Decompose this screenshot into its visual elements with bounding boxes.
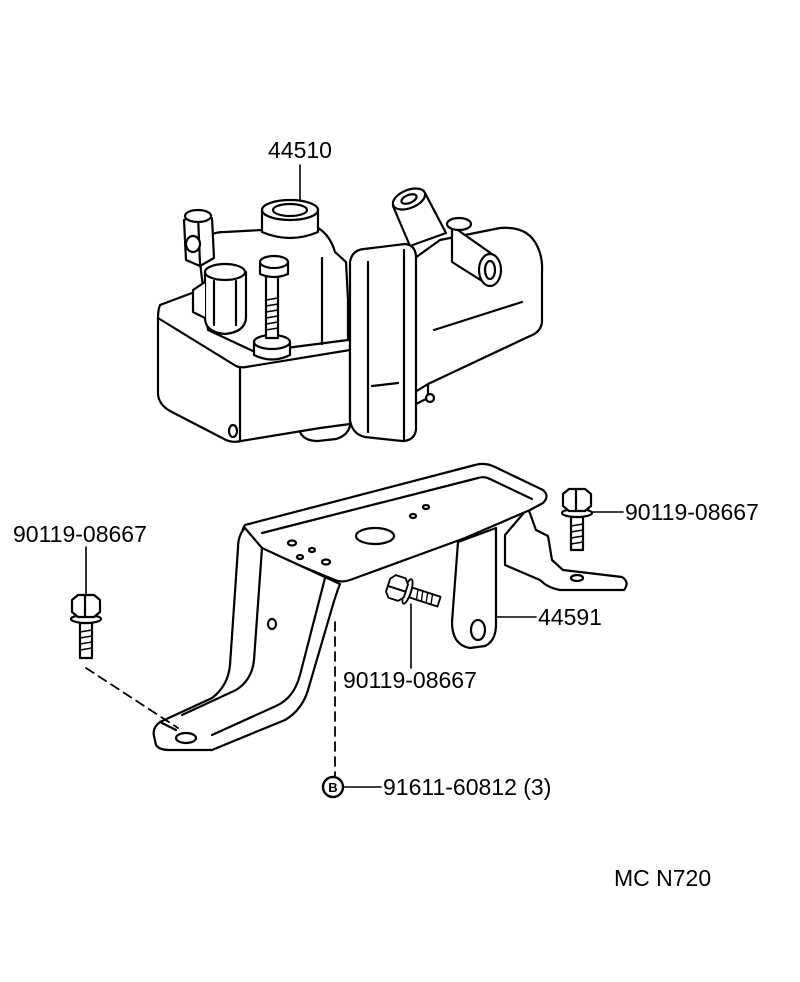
- diagram-code: MC N720: [614, 865, 711, 891]
- bracket-small-hole: [307, 546, 317, 554]
- housing-rib: [432, 300, 524, 332]
- bolt-center-drawing: [385, 574, 442, 608]
- upper-port-bore: [400, 193, 418, 205]
- bracket-small-hole: [295, 553, 305, 561]
- bolt-shank: [78, 621, 94, 660]
- upper-port-opening: [391, 187, 427, 211]
- bracket-small-hole: [286, 539, 298, 547]
- bracket-right-leg: [450, 526, 498, 650]
- bolt-threads: [570, 523, 584, 545]
- label-bolt-upper-right: 90119-08667: [625, 499, 759, 525]
- label-hydraulic-unit: 44510: [268, 137, 332, 163]
- bracket-center-hole: [354, 526, 396, 546]
- middle-block: [348, 242, 418, 443]
- bolt-b-symbol-letter: B: [328, 780, 337, 795]
- bracket-plate-lip: [260, 476, 534, 535]
- bolt-head-face: [387, 585, 406, 593]
- bracket-left-leg-fold: [180, 546, 264, 717]
- bolt-shank: [408, 586, 442, 608]
- leader-lines: [85, 164, 624, 788]
- bracket-small-hole: [320, 558, 332, 566]
- bracket-foot-hole: [174, 731, 198, 745]
- top-boss-bore: [271, 202, 309, 218]
- right-port-bore: [483, 259, 497, 281]
- electrical-connector: [203, 270, 248, 336]
- right-port-opening: [477, 252, 503, 288]
- bracket-right-flange: [503, 506, 628, 592]
- left-fitting-port: [184, 234, 202, 254]
- bolt-threads: [415, 588, 434, 606]
- bolt-left-drawing: [69, 593, 103, 660]
- bolt-threads: [79, 629, 93, 651]
- bracket-right-leg-hole: [469, 618, 487, 642]
- top-boss-face: [260, 198, 320, 222]
- bolt-shank: [569, 515, 585, 552]
- bracket-flange-hole: [569, 573, 585, 583]
- bracket-leg-hole: [266, 617, 278, 631]
- install-line-left-bolt: [85, 667, 179, 729]
- electrical-connector-tab: [191, 280, 207, 320]
- bolt-b-symbol-circle: [321, 775, 345, 799]
- stud-threads: [265, 297, 279, 331]
- bracket-foot-edge: [158, 720, 178, 732]
- label-bolt-b: 91611-60812 (3): [383, 774, 551, 800]
- label-bracket: 44591: [538, 604, 602, 630]
- bracket-small-hole: [408, 512, 418, 520]
- hydraulic-unit-drawing: [156, 187, 544, 443]
- electrical-connector-ribs: [212, 279, 238, 327]
- label-bolt-center: 90119-08667: [343, 667, 477, 693]
- label-bolt-left: 90119-08667: [13, 521, 147, 547]
- electrical-connector-top: [203, 262, 247, 282]
- left-fitting-cap: [183, 208, 213, 224]
- middle-block-mark: [370, 381, 400, 388]
- bolt-upper-right-drawing: [560, 487, 594, 552]
- bracket-drawing: [152, 462, 628, 752]
- right-port-collar: [445, 216, 473, 232]
- housing-plug: [424, 392, 436, 404]
- left-block-bottom-lug: [298, 424, 352, 443]
- stud-nut-top: [258, 254, 290, 270]
- rear-housing: [413, 226, 544, 394]
- bracket-left-legs: [152, 526, 342, 752]
- left-block-hole: [227, 423, 239, 439]
- bracket-small-hole: [421, 503, 431, 511]
- bracket-center-leg-fold: [210, 576, 327, 737]
